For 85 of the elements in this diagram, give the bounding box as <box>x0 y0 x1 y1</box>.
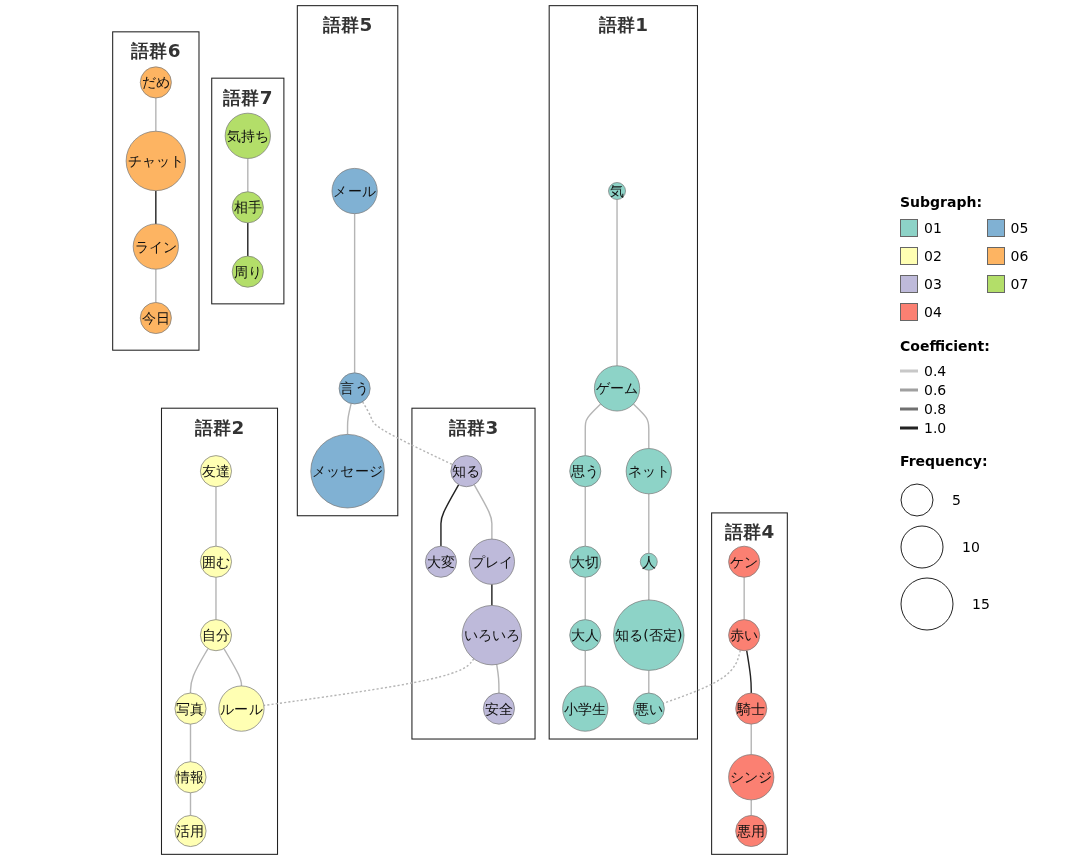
node-circle: ケン <box>728 545 761 578</box>
node-circle: 自分 <box>200 619 232 652</box>
connector <box>247 222 249 257</box>
legend-text: 03 <box>924 276 942 292</box>
node-circle: チャット <box>125 130 186 191</box>
node-circle: メッセージ <box>310 434 385 509</box>
connector <box>648 569 650 601</box>
node-circle: 大変 <box>425 545 457 578</box>
node-circle: 周り <box>231 255 264 288</box>
legend-text: 05 <box>1010 220 1029 236</box>
legend-heading: Subgraph: <box>900 194 983 210</box>
legend-text: 1.0 <box>924 420 947 436</box>
legend-text: 02 <box>924 248 942 264</box>
node-circle: ライン <box>132 223 179 270</box>
node-circle: 悪用 <box>735 815 768 847</box>
connector <box>215 576 217 621</box>
connector <box>584 486 586 547</box>
node-circle: 写真 <box>174 692 207 725</box>
connector <box>189 647 209 694</box>
node-circle: ゲーム <box>594 365 641 412</box>
legend-text: 07 <box>1010 276 1029 292</box>
node-circle: 囲む <box>200 545 232 578</box>
node-circle: だめ <box>139 66 172 99</box>
node-circle: 情報 <box>174 761 207 794</box>
legend-text: 04 <box>924 304 942 320</box>
legend-heading: Frequency: <box>900 453 988 469</box>
connector <box>353 212 356 374</box>
connector <box>584 576 586 621</box>
node-circle: 人 <box>639 552 658 571</box>
node-circle: 相手 <box>231 191 264 224</box>
connector <box>746 649 752 694</box>
connector <box>743 576 745 621</box>
node-circle: 気持ち <box>224 112 271 159</box>
connector <box>616 198 618 367</box>
node-circle: 小学生 <box>562 685 609 732</box>
connector <box>223 647 243 687</box>
node-circle: 大人 <box>569 619 602 652</box>
connector <box>189 723 192 763</box>
node-circle: 悪い <box>632 692 665 725</box>
node-circle: 騎士 <box>735 692 768 725</box>
connector <box>584 403 602 457</box>
connector <box>155 268 157 304</box>
node-circle: 知る(否定) <box>613 599 685 671</box>
connector <box>189 792 192 817</box>
node-circle: 今日 <box>139 302 172 334</box>
connector <box>155 97 157 132</box>
connector <box>584 650 586 687</box>
legend-text: 0.4 <box>924 363 947 379</box>
node-circle: いろいろ <box>461 605 522 666</box>
connector <box>155 189 157 225</box>
node-circle: 言う <box>338 372 371 405</box>
connector <box>632 403 650 450</box>
node-circle: 大切 <box>569 545 602 578</box>
node-circle: ネット <box>625 448 672 495</box>
connector <box>440 483 460 547</box>
legend-text: 10 <box>962 539 980 555</box>
node-circle: 友達 <box>200 455 232 488</box>
legend-text: 15 <box>972 596 990 612</box>
node-circle: 気 <box>608 182 626 200</box>
connector <box>215 486 217 547</box>
connector <box>491 583 493 607</box>
node-circle: シンジ <box>728 754 775 801</box>
connector <box>361 401 454 466</box>
legend-heading: Coefficient: <box>900 338 990 354</box>
node-circle: 安全 <box>483 692 515 725</box>
connector <box>496 663 500 694</box>
node-circle: ルール <box>218 685 265 732</box>
connector <box>750 723 752 756</box>
node-circle: メール <box>331 168 378 214</box>
connector <box>263 658 475 707</box>
node-circle: 知る <box>450 455 483 488</box>
node-circle: プレイ <box>468 538 515 585</box>
connector <box>648 669 650 694</box>
connector <box>648 493 650 554</box>
connector <box>247 157 249 193</box>
connector <box>346 402 352 436</box>
node-circle: 思う <box>569 455 602 488</box>
node-circle: 赤い <box>728 619 761 652</box>
legend-text: 5 <box>952 492 961 508</box>
legend-text: 0.6 <box>924 382 947 398</box>
legend-text: 01 <box>924 220 942 236</box>
node-circle: 活用 <box>174 815 207 847</box>
connector <box>473 483 493 540</box>
legend-text: 0.8 <box>924 401 947 417</box>
legend-text: 06 <box>1010 248 1029 264</box>
